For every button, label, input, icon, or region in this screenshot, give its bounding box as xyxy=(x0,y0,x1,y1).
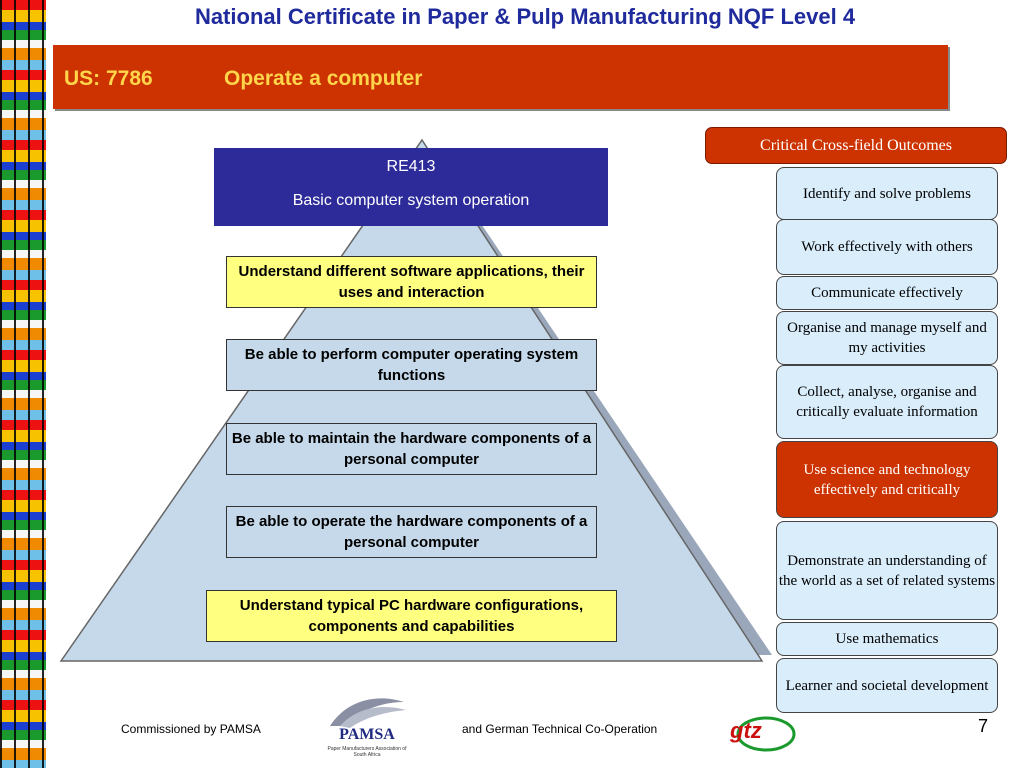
outcome-3: Be able to maintain the hardware compone… xyxy=(226,423,597,475)
ccfo-item-communicate: Communicate effectively xyxy=(776,276,998,310)
gtz-swoosh-icon xyxy=(736,716,796,752)
footer-cooperation: and German Technical Co-Operation xyxy=(462,722,658,736)
range-element-code: RE413 xyxy=(386,158,436,175)
decorative-border-strip xyxy=(0,0,46,768)
range-element-box: RE413 Basic computer system operation xyxy=(214,148,608,226)
ccfo-item-mathematics: Use mathematics xyxy=(776,622,998,656)
critical-outcomes-header: Critical Cross-field Outcomes xyxy=(705,127,1007,164)
ccfo-item-science-technology: Use science and technology effectively a… xyxy=(776,441,998,518)
outcome-4: Be able to operate the hardware componen… xyxy=(226,506,597,558)
ccfo-item-organise: Organise and manage myself and my activi… xyxy=(776,311,998,365)
page-title: National Certificate in Paper & Pulp Man… xyxy=(194,4,856,29)
ccfo-item-solve-problems: Identify and solve problems xyxy=(776,167,998,220)
page-number: 7 xyxy=(978,716,989,736)
ccfo-item-collect-info: Collect, analyse, organise and criticall… xyxy=(776,365,998,439)
unit-banner: US: 7786 Operate a computer xyxy=(53,45,948,109)
pamsa-logo-text: PAMSA xyxy=(339,726,395,743)
ccfo-item-related-systems: Demonstrate an understanding of the worl… xyxy=(776,521,998,620)
outcome-2: Be able to perform computer operating sy… xyxy=(226,339,597,391)
unit-standard-title: Operate a computer xyxy=(224,67,423,90)
outcome-1: Understand different software applicatio… xyxy=(226,256,597,308)
ccfo-item-work-with-others: Work effectively with others xyxy=(776,219,998,275)
footer-commissioned: Commissioned by PAMSA xyxy=(121,722,261,736)
pamsa-logo: PAMSA Paper Manufacturers Association of… xyxy=(322,692,412,762)
unit-standard-code: US: 7786 xyxy=(64,67,153,90)
ccfo-item-learner-development: Learner and societal development xyxy=(776,658,998,713)
outcome-5: Understand typical PC hardware configura… xyxy=(206,590,617,642)
gtz-logo-text: gtz xyxy=(730,718,762,743)
range-element-name: Basic computer system operation xyxy=(292,192,530,209)
pamsa-logo-subtitle: Paper Manufacturers Association of South… xyxy=(327,746,407,758)
gtz-logo: gtz xyxy=(726,712,798,754)
pamsa-wing-icon xyxy=(330,698,406,728)
